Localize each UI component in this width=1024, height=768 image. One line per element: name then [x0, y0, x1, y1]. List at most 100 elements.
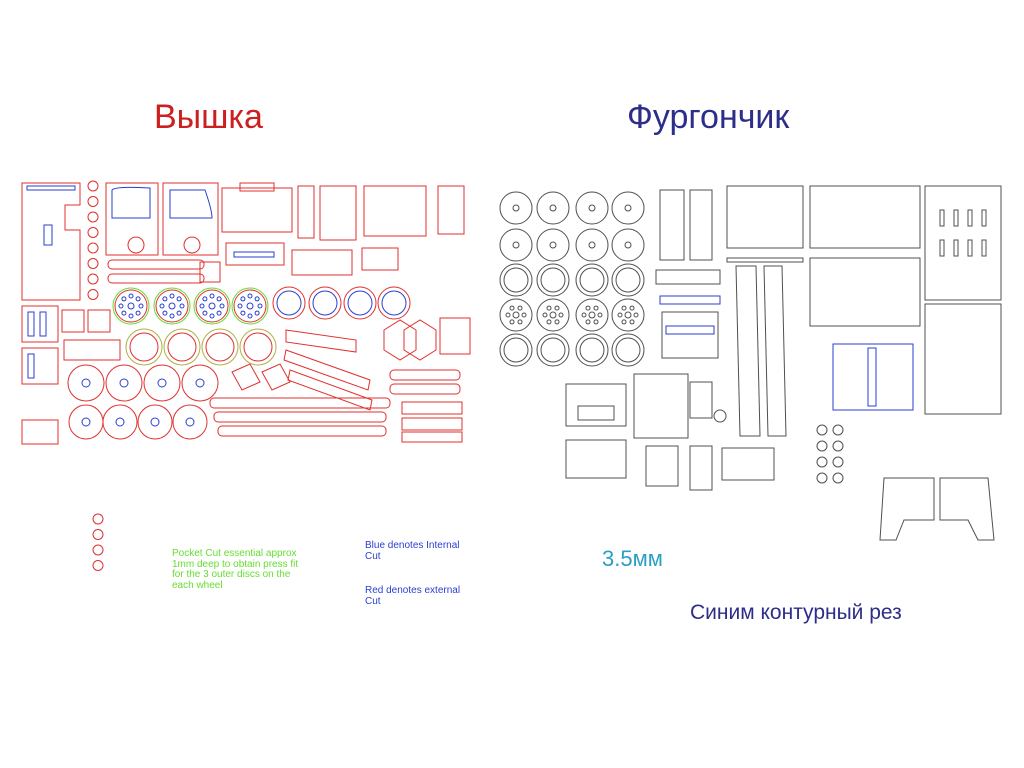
wheel-disc: [102, 404, 138, 440]
hub-hole: [624, 241, 632, 249]
boom-arm: [285, 329, 357, 353]
bolt-hole: [135, 310, 141, 316]
pocket-cut-note: Pocket Cut essential approx 1mm deep to …: [172, 548, 299, 591]
hub-hole: [588, 204, 596, 212]
bolt-hole: [629, 319, 635, 325]
small-pin-disc: [87, 196, 99, 207]
wheel-disc: [575, 298, 609, 332]
slot: [953, 239, 959, 257]
axle-bar: [107, 273, 205, 284]
spare-disc: [713, 409, 727, 423]
tyre-ring-inner: [129, 332, 159, 362]
cross-member-blue: [659, 295, 721, 305]
red-parts: [21, 180, 471, 571]
wheel-disc: [155, 289, 189, 323]
long-rail: [217, 425, 387, 437]
bolt-hole: [621, 319, 627, 325]
bolt-hole: [216, 296, 222, 302]
slot: [39, 311, 47, 337]
base-block: [21, 419, 59, 445]
wheel-disc: [499, 191, 533, 225]
wheel-disc: [611, 298, 645, 332]
tyre-ring-outer: [536, 263, 570, 297]
contour-cut-caption: Синим контурный рез: [690, 601, 902, 624]
bolt-hole: [554, 305, 560, 311]
small-pin-disc: [87, 180, 99, 192]
bolt-hole: [621, 305, 627, 311]
bolt-hole: [202, 310, 208, 316]
bolt-hole: [629, 305, 635, 311]
blue-highlight-parts: [659, 295, 914, 411]
crate-part: [319, 185, 357, 241]
hub-hole: [208, 302, 216, 310]
bolt-hole: [546, 319, 552, 325]
side-plate: [21, 305, 59, 343]
bolt-hole: [254, 296, 260, 302]
bolt-hole: [176, 296, 182, 302]
upright-part: [297, 185, 315, 239]
seat-part: [721, 447, 775, 481]
gate-small: [437, 185, 465, 235]
bolt-hole: [118, 303, 124, 309]
tyre-ring-outer: [163, 328, 201, 366]
chassis-ladder: [659, 189, 685, 261]
axle-bar: [107, 259, 205, 270]
blue-parts: [26, 185, 407, 427]
side-block: [689, 381, 713, 419]
bolt-hole: [247, 293, 253, 299]
right-sheet-title: Фургончик: [627, 98, 790, 136]
slot: [981, 239, 987, 257]
boom-arm: [283, 349, 371, 391]
bolt-hole: [509, 319, 515, 325]
small-pin-disc: [816, 456, 828, 468]
hub-hole: [195, 378, 205, 388]
bolt-hole: [159, 303, 165, 309]
slot: [953, 209, 959, 227]
tyre-ring-inner: [503, 337, 529, 363]
wheel-disc: [172, 404, 208, 440]
ladder-part: [389, 383, 461, 395]
wheel-disc: [233, 289, 267, 323]
tyre-ring-inner: [243, 332, 273, 362]
bolt-hole: [162, 310, 168, 316]
corner-bracket: [61, 309, 85, 333]
wheel-disc: [499, 298, 533, 332]
small-pin-disc: [87, 289, 99, 300]
small-pin-disc: [92, 560, 104, 571]
tyre-disc: [343, 286, 377, 320]
slot: [939, 209, 945, 227]
small-pin-disc: [832, 440, 844, 452]
gray-parts: [499, 185, 1002, 541]
bolt-hole: [558, 312, 564, 318]
cab-window-right: [169, 189, 213, 219]
hub-hole: [549, 241, 557, 249]
bracket-small: [261, 363, 291, 391]
bolt-hole: [597, 312, 603, 318]
cab-window: [577, 405, 615, 421]
hub-hole: [624, 204, 632, 212]
small-pin-disc: [832, 456, 844, 468]
bolt-hole: [546, 305, 552, 311]
tyre-disc: [272, 286, 306, 320]
wheel-disc: [68, 404, 104, 440]
left-sheet-title: Вышка: [154, 98, 263, 136]
small-pin-disc: [816, 424, 828, 436]
tyre-ring-inner: [205, 332, 235, 362]
small-pin-disc: [816, 472, 828, 484]
wheel-disc: [536, 228, 570, 262]
blue-highlight-box: [832, 343, 914, 411]
hub-hole: [512, 311, 520, 319]
hub-hole: [157, 378, 167, 388]
bolt-hole: [247, 313, 253, 319]
cross-member: [655, 269, 721, 285]
wheel-disc: [105, 364, 143, 402]
bolt-hole: [216, 310, 222, 316]
hub-hole: [588, 311, 596, 319]
bumper-part: [63, 339, 121, 361]
bolt-hole: [521, 312, 527, 318]
tyre-ring-inner: [615, 267, 641, 293]
bolt-hole: [138, 303, 144, 309]
bolt-hole: [593, 319, 599, 325]
hub-hole: [185, 417, 195, 427]
bolt-hole: [585, 305, 591, 311]
